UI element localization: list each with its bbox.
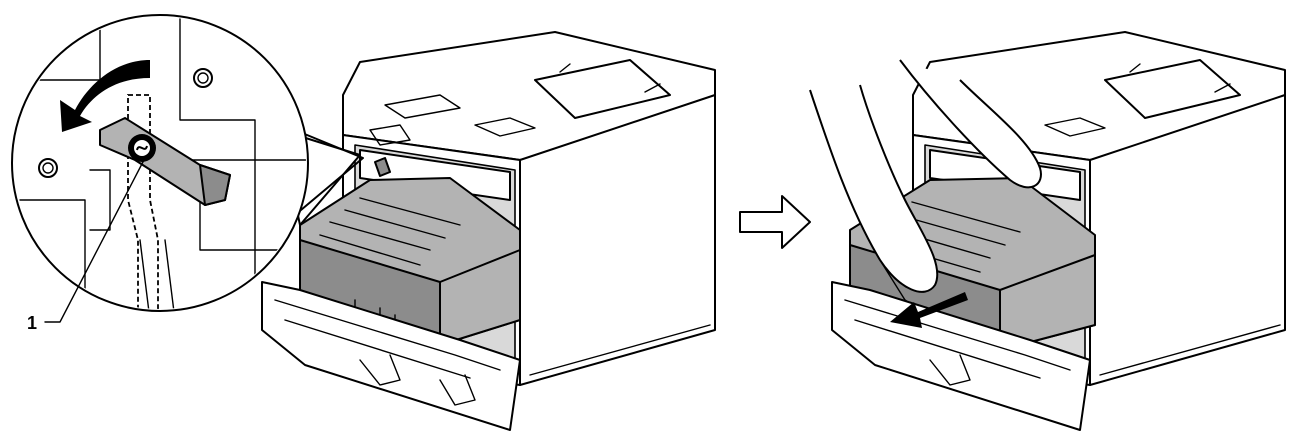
- detail-magnifier: [11, 14, 364, 312]
- lock-lever-icon: [128, 134, 156, 162]
- screw-icon: [38, 68, 213, 178]
- callout-1: 1: [27, 157, 146, 333]
- callout-number: 1: [27, 313, 37, 333]
- step-arrow-icon: [739, 195, 811, 249]
- pull-direction-arrow-icon: [890, 292, 968, 328]
- printer-step-1: [261, 31, 716, 431]
- rotation-arrow-icon: [60, 60, 150, 132]
- printer-step-2: [809, 31, 1286, 431]
